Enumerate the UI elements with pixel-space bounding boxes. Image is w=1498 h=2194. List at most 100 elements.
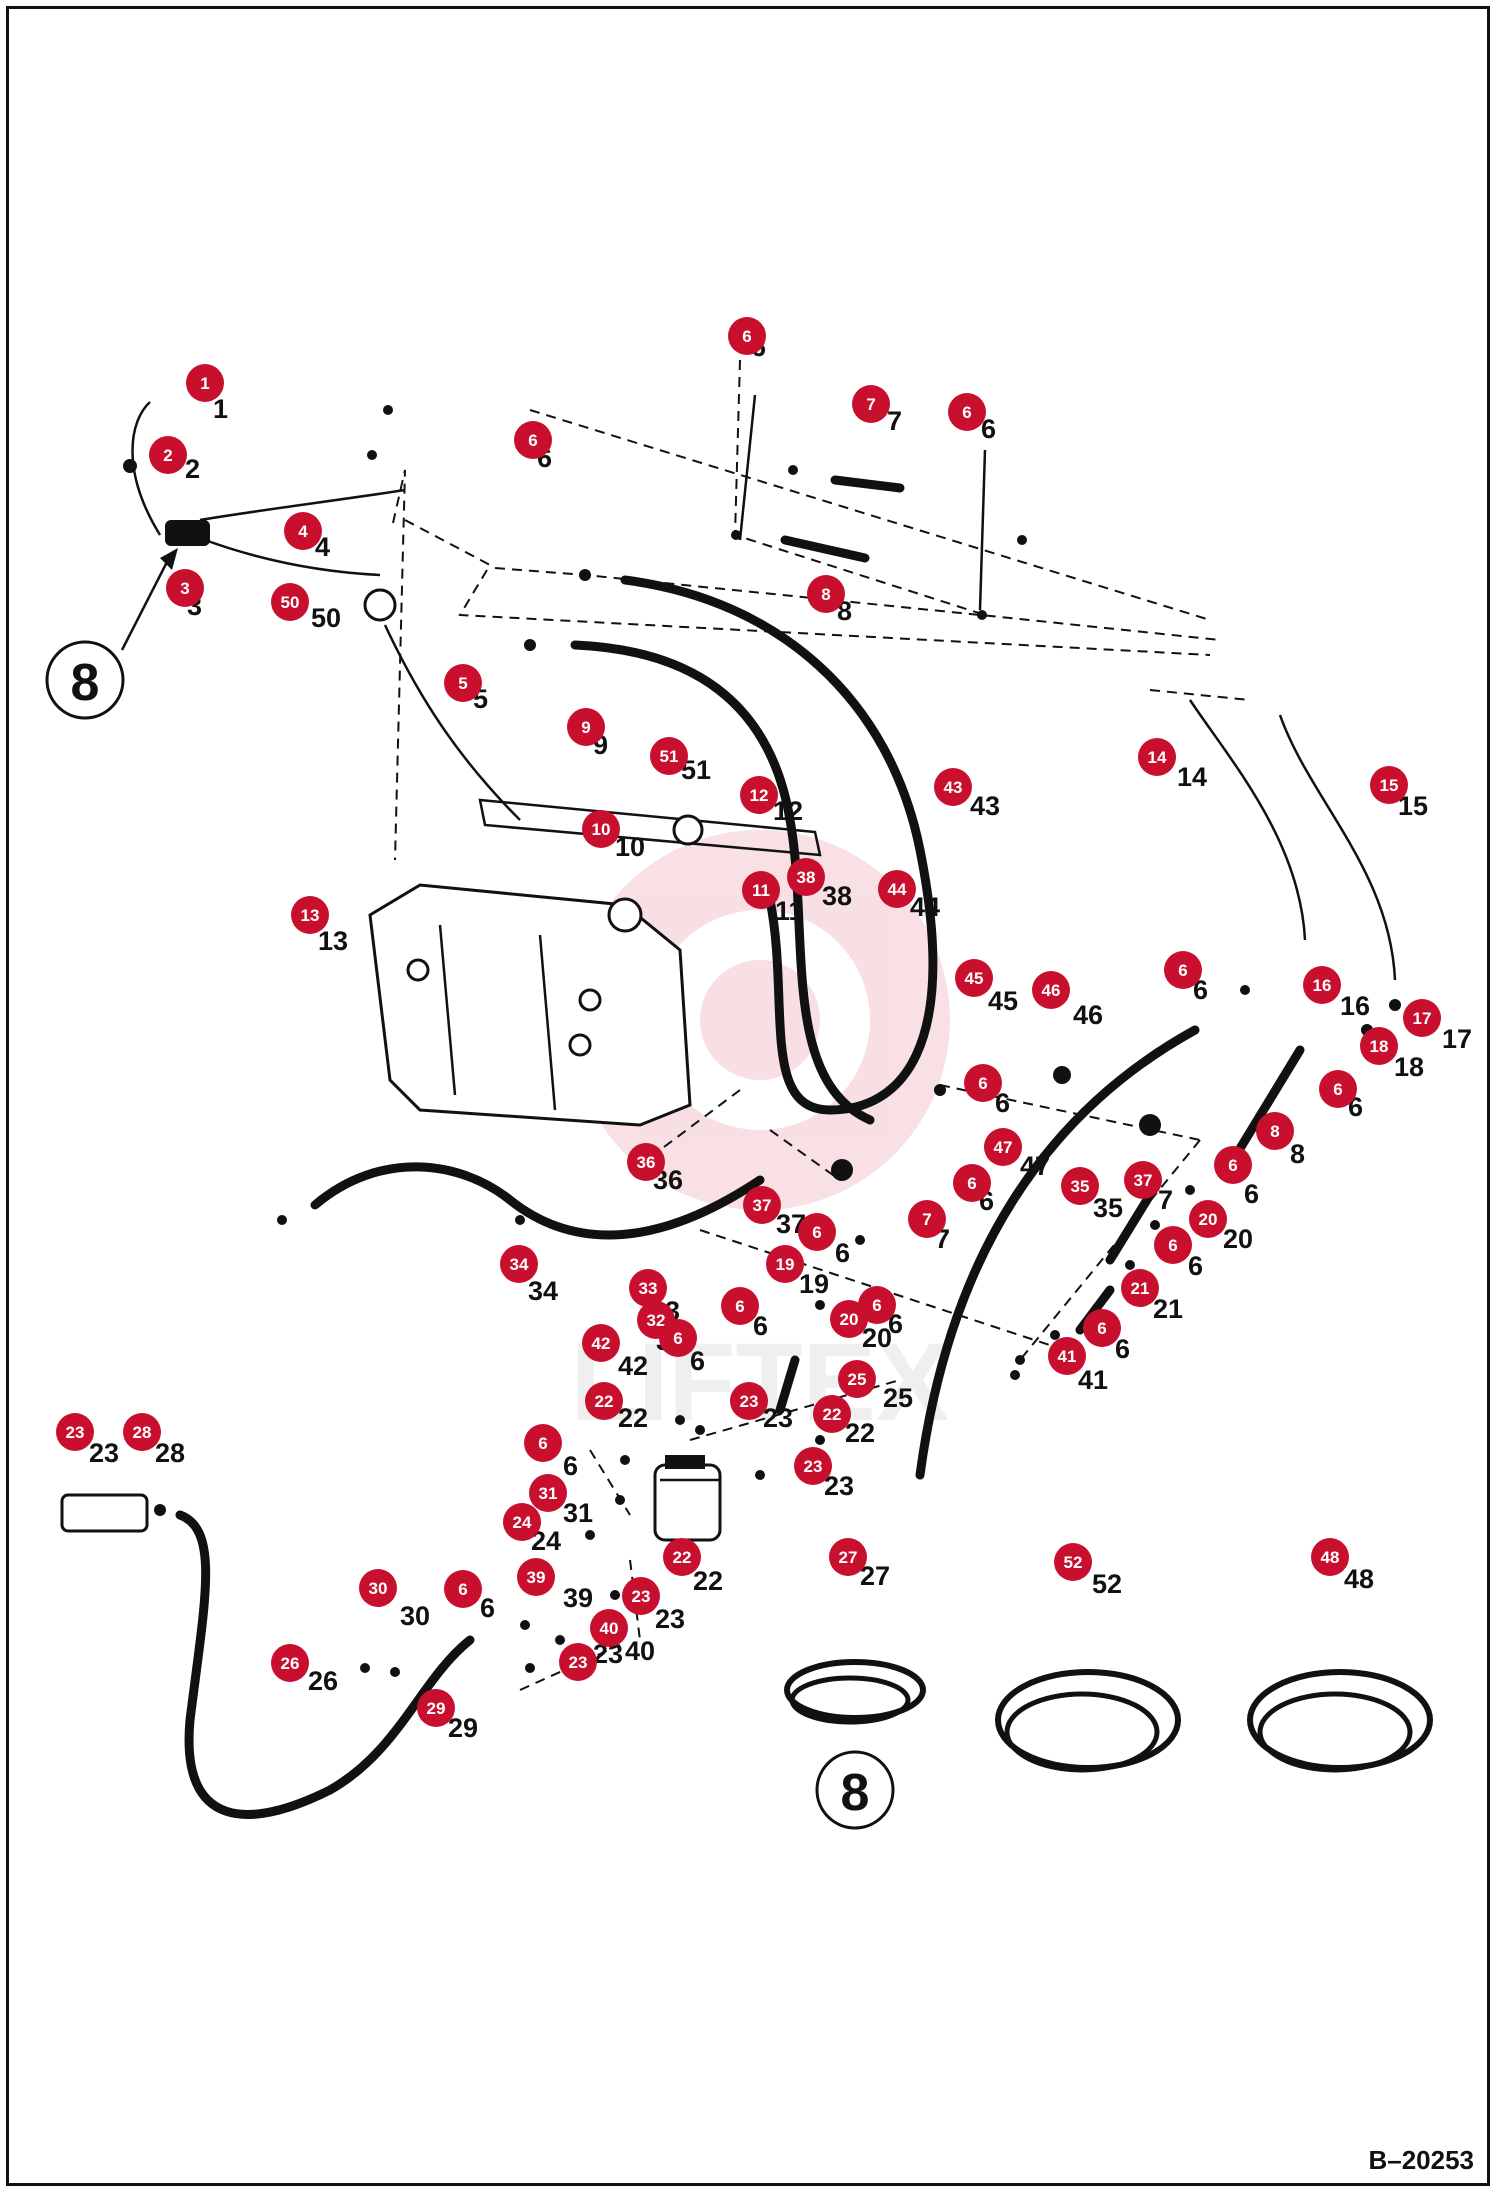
callout-bubble[interactable] — [622, 1577, 660, 1615]
callout-bubble[interactable] — [503, 1503, 541, 1541]
callout-8[interactable]: 8 — [1256, 1112, 1294, 1150]
callout-14[interactable]: 14 — [1138, 738, 1176, 776]
callout-bubble[interactable] — [1154, 1226, 1192, 1264]
callout-6[interactable]: 6 — [721, 1287, 759, 1325]
callout-23[interactable]: 23 — [56, 1413, 94, 1451]
callout-13[interactable]: 13 — [291, 896, 329, 934]
callout-48[interactable]: 48 — [1311, 1538, 1349, 1576]
callout-50[interactable]: 50 — [271, 583, 309, 621]
callout-6[interactable]: 6 — [659, 1319, 697, 1357]
callout-bubble[interactable] — [500, 1245, 538, 1283]
callout-bubble[interactable] — [740, 776, 778, 814]
callout-bubble[interactable] — [590, 1609, 628, 1647]
callout-25[interactable]: 25 — [838, 1360, 876, 1398]
callout-10[interactable]: 10 — [582, 810, 620, 848]
callout-bubble[interactable] — [955, 959, 993, 997]
callout-44[interactable]: 44 — [878, 870, 916, 908]
callout-bubble[interactable] — [1138, 738, 1176, 776]
callout-51[interactable]: 51 — [650, 737, 688, 775]
callout-bubble[interactable] — [1370, 766, 1408, 804]
callout-24[interactable]: 24 — [503, 1503, 541, 1541]
callout-8[interactable]: 8 — [807, 575, 845, 613]
callout-3[interactable]: 3 — [166, 569, 204, 607]
callout-30[interactable]: 30 — [359, 1569, 397, 1607]
callout-bubble[interactable] — [1360, 1027, 1398, 1065]
callout-bubble[interactable] — [878, 870, 916, 908]
callout-6[interactable]: 6 — [858, 1286, 896, 1324]
callout-bubble[interactable] — [766, 1245, 804, 1283]
callout-bubble[interactable] — [798, 1213, 836, 1251]
callout-6[interactable]: 6 — [1214, 1146, 1252, 1184]
callout-bubble[interactable] — [829, 1538, 867, 1576]
callout-bubble[interactable] — [813, 1395, 851, 1433]
callout-bubble[interactable] — [830, 1300, 868, 1338]
callout-bubble[interactable] — [444, 1570, 482, 1608]
callout-bubble[interactable] — [650, 737, 688, 775]
callout-bubble[interactable] — [514, 421, 552, 459]
callout-bubble[interactable] — [56, 1413, 94, 1451]
callout-bubble[interactable] — [1054, 1543, 1092, 1581]
callout-bubble[interactable] — [908, 1200, 946, 1238]
callout-6[interactable]: 6 — [948, 393, 986, 431]
callout-bubble[interactable] — [582, 810, 620, 848]
callout-6[interactable]: 6 — [964, 1064, 1002, 1102]
callout-6[interactable]: 6 — [1319, 1070, 1357, 1108]
callout-bubble[interactable] — [582, 1324, 620, 1362]
callout-bubble[interactable] — [271, 583, 309, 621]
callout-bubble[interactable] — [663, 1538, 701, 1576]
callout-20[interactable]: 20 — [1189, 1200, 1227, 1238]
callout-15[interactable]: 15 — [1370, 766, 1408, 804]
callout-47[interactable]: 47 — [984, 1128, 1022, 1166]
callout-36[interactable]: 36 — [627, 1143, 665, 1181]
callout-bubble[interactable] — [807, 575, 845, 613]
callout-bubble[interactable] — [730, 1382, 768, 1420]
callout-18[interactable]: 18 — [1360, 1027, 1398, 1065]
callout-bubble[interactable] — [1189, 1200, 1227, 1238]
callout-21[interactable]: 21 — [1121, 1269, 1159, 1307]
callout-bubble[interactable] — [728, 317, 766, 355]
callout-bubble[interactable] — [1319, 1070, 1357, 1108]
callout-35[interactable]: 35 — [1061, 1167, 1099, 1205]
callout-11[interactable]: 11 — [742, 871, 780, 909]
callout-39[interactable]: 39 — [517, 1558, 555, 1596]
callout-bubble[interactable] — [417, 1689, 455, 1727]
callout-bubble[interactable] — [291, 896, 329, 934]
callout-7[interactable]: 7 — [908, 1200, 946, 1238]
callout-bubble[interactable] — [567, 708, 605, 746]
callout-6[interactable]: 6 — [524, 1424, 562, 1462]
callout-bubble[interactable] — [794, 1447, 832, 1485]
callout-bubble[interactable] — [1303, 966, 1341, 1004]
callout-bubble[interactable] — [852, 385, 890, 423]
callout-bubble[interactable] — [517, 1558, 555, 1596]
callout-bubble[interactable] — [1048, 1337, 1086, 1375]
callout-bubble[interactable] — [524, 1424, 562, 1462]
callout-29[interactable]: 29 — [417, 1689, 455, 1727]
callout-bubble[interactable] — [984, 1128, 1022, 1166]
callout-28[interactable]: 28 — [123, 1413, 161, 1451]
callout-22[interactable]: 22 — [585, 1382, 623, 1420]
callout-6[interactable]: 6 — [1083, 1309, 1121, 1347]
callout-bubble[interactable] — [559, 1643, 597, 1681]
callout-bubble[interactable] — [186, 364, 224, 402]
callout-17[interactable]: 17 — [1403, 999, 1441, 1037]
callout-bubble[interactable] — [529, 1474, 567, 1512]
callout-bubble[interactable] — [444, 664, 482, 702]
callout-2[interactable]: 2 — [149, 436, 187, 474]
callout-bubble[interactable] — [1403, 999, 1441, 1037]
callout-52[interactable]: 52 — [1054, 1543, 1092, 1581]
callout-bubble[interactable] — [1164, 951, 1202, 989]
callout-bubble[interactable] — [1311, 1538, 1349, 1576]
callout-bubble[interactable] — [123, 1413, 161, 1451]
callout-33[interactable]: 33 — [629, 1269, 667, 1307]
callout-4[interactable]: 4 — [284, 512, 322, 550]
callout-bubble[interactable] — [1214, 1146, 1252, 1184]
callout-46[interactable]: 46 — [1032, 971, 1070, 1009]
callout-bubble[interactable] — [1061, 1167, 1099, 1205]
callout-bubble[interactable] — [359, 1569, 397, 1607]
callout-38[interactable]: 38 — [787, 858, 825, 896]
callout-bubble[interactable] — [721, 1287, 759, 1325]
callout-22[interactable]: 22 — [813, 1395, 851, 1433]
callout-bubble[interactable] — [1124, 1161, 1162, 1199]
callout-bubble[interactable] — [1032, 971, 1070, 1009]
callout-bubble[interactable] — [166, 569, 204, 607]
